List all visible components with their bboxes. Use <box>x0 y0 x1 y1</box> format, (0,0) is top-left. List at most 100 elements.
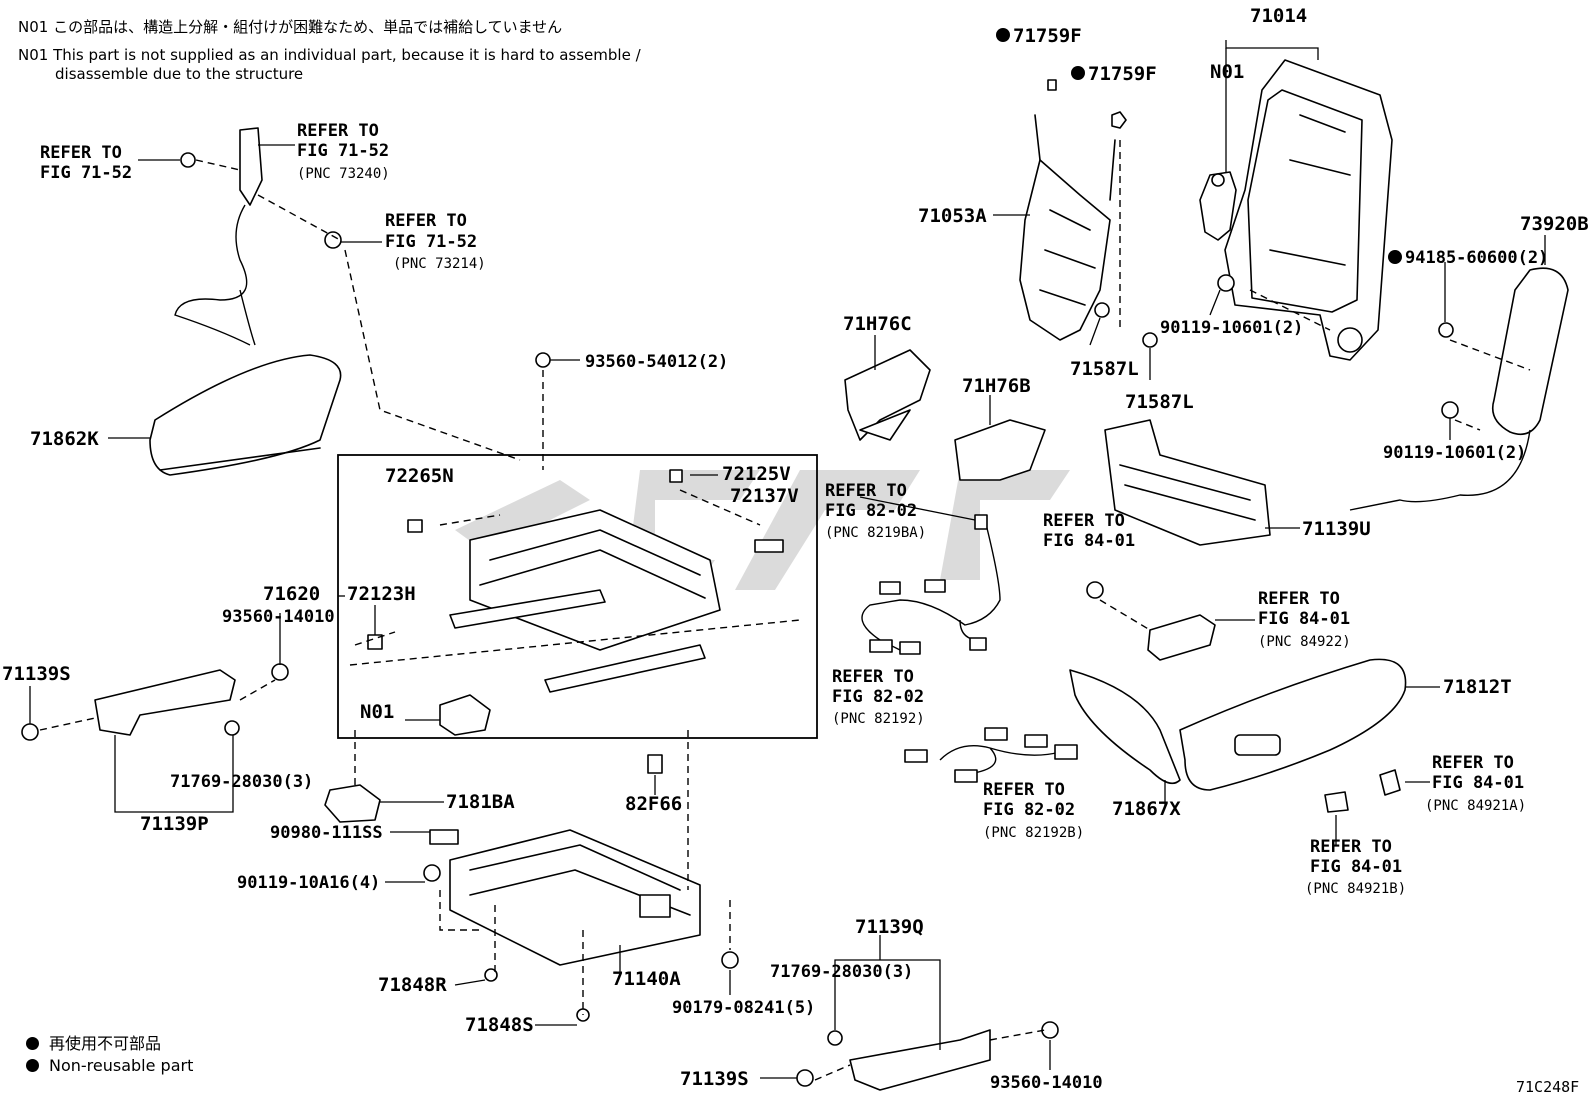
label-7181BA: 7181BA <box>446 791 515 813</box>
svg-text:FIG 71-52: FIG 71-52 <box>385 232 477 252</box>
label-71139S-a: 71139S <box>2 663 71 685</box>
svg-text:REFER TO: REFER TO <box>825 481 907 501</box>
label-71139S-b: 71139S <box>680 1068 749 1090</box>
label-90980: 90980-111SS <box>270 823 383 843</box>
label-71H76B: 71H76B <box>962 375 1031 397</box>
svg-text:REFER TO: REFER TO <box>1310 837 1392 857</box>
screw-93560-left <box>271 663 289 681</box>
svg-text:REFER TO: REFER TO <box>1432 753 1514 773</box>
label-90179: 90179-08241(5) <box>672 998 815 1018</box>
nut-90179 <box>721 951 739 969</box>
label-71769-b: 71769-28030(3) <box>770 962 913 982</box>
note-n01-en-line2: disassemble due to the structure <box>55 65 304 83</box>
knob-84921A <box>1379 769 1401 796</box>
note-n01-en-line1: N01 This part is not supplied as an indi… <box>18 46 641 64</box>
recliner-bracket-71053A <box>1019 79 1127 341</box>
label-72123H: 72123H <box>347 583 416 605</box>
legend-jp-text: 再使用不可部品 <box>49 1034 162 1053</box>
svg-text:REFER TO: REFER TO <box>832 667 914 687</box>
bracket-71H76C <box>844 349 931 441</box>
refer-fig-82-02-pnc-82192B: REFER TO FIG 82-02 (PNC 82192B) <box>983 780 1084 841</box>
label-71587L-a: 71587L <box>1070 358 1139 380</box>
frame-71140A <box>449 829 701 966</box>
panel-71139U <box>1104 419 1271 546</box>
label-n01-mid: N01 <box>360 701 394 723</box>
clip-71769-right <box>827 1030 843 1046</box>
refer-fig-71-52-pnc-73240: REFER TO FIG 71-52 (PNC 73240) <box>297 121 390 182</box>
refer-fig-84-01-pnc-84922: REFER TO FIG 84-01 (PNC 84922) <box>1258 589 1351 650</box>
svg-text:(PNC 84921B): (PNC 84921B) <box>1305 881 1406 897</box>
refer-fig-82-02-pnc-82192: REFER TO FIG 82-02 (PNC 82192) <box>832 667 925 727</box>
svg-text:REFER TO: REFER TO <box>40 143 122 163</box>
refer-fig-71-52-pnc-73214: REFER TO FIG 71-52 (PNC 73214) <box>385 211 486 272</box>
n01-motor-lower <box>439 694 491 736</box>
svg-text:FIG 82-02: FIG 82-02 <box>983 800 1075 820</box>
svg-text:REFER TO: REFER TO <box>1258 589 1340 609</box>
clip-71587L-b <box>1142 332 1158 348</box>
svg-text:REFER TO: REFER TO <box>297 121 379 141</box>
label-71139P: 71139P <box>140 813 209 835</box>
figure-code: 71C248F <box>1516 1078 1579 1096</box>
seatback-frame-71014 <box>1224 59 1393 361</box>
label-90119-10601-a: 90119-10601(2) <box>1160 318 1303 338</box>
svg-text:FIG 84-01: FIG 84-01 <box>1310 857 1402 877</box>
cover-71862K <box>149 354 342 476</box>
label-72265N: 72265N <box>385 465 454 487</box>
label-71140A: 71140A <box>612 968 681 990</box>
svg-text:FIG 71-52: FIG 71-52 <box>40 163 132 183</box>
label-71812T: 71812T <box>1443 676 1512 698</box>
switch-84922 <box>1086 581 1216 661</box>
legend-jp: 再使用不可部品 <box>26 1030 161 1054</box>
label-90119-10A16: 90119-10A16(4) <box>237 873 380 893</box>
label-90119-10601-b: 90119-10601(2) <box>1383 443 1526 463</box>
label-71759F-a: 71759F <box>1013 25 1082 47</box>
svg-text:REFER TO: REFER TO <box>983 780 1065 800</box>
svg-text:(PNC 82192): (PNC 82192) <box>832 711 925 727</box>
knob-84921B <box>1324 791 1349 813</box>
svg-text:(PNC 84921A): (PNC 84921A) <box>1425 798 1526 814</box>
seatbelt-buckle <box>174 127 342 346</box>
label-71759F-b: 71759F <box>1088 63 1157 85</box>
legend-en: Non-reusable part <box>26 1056 193 1075</box>
refer-fig-84-01-pnc-84921A: REFER TO FIG 84-01 (PNC 84921A) <box>1425 753 1526 814</box>
label-93560-14010-b: 93560-14010 <box>990 1073 1103 1093</box>
nonreusable-dot-71759F-a <box>996 28 1010 42</box>
label-72125V: 72125V <box>722 463 791 485</box>
legend-dot-en <box>26 1059 39 1072</box>
label-71862K: 71862K <box>30 428 99 450</box>
shield-71867X <box>1069 669 1181 785</box>
nonreusable-dot-94185 <box>1388 250 1402 264</box>
legend-en-text: Non-reusable part <box>49 1056 194 1075</box>
wire-harness-center <box>861 514 1001 655</box>
label-73920B: 73920B <box>1520 213 1589 235</box>
clip-71587L-a <box>1094 302 1110 318</box>
nonreusable-dot-71759F-b <box>1071 66 1085 80</box>
svg-text:(PNC 84922): (PNC 84922) <box>1258 634 1351 650</box>
bracket-7181BA <box>324 784 381 823</box>
label-71139Q: 71139Q <box>855 916 924 938</box>
note-n01-jp: N01 この部品は、構造上分解・組付けが困難なため、単品では補給していません <box>18 18 563 36</box>
side-airbag-73920B <box>1349 267 1569 511</box>
label-71769-a: 71769-28030(3) <box>170 772 313 792</box>
label-71848R: 71848R <box>378 974 447 996</box>
label-72137V: 72137V <box>730 485 799 507</box>
clip-71139S-left <box>21 723 39 741</box>
label-71H76C: 71H76C <box>843 313 912 335</box>
bolt-90119-10601-b <box>1441 401 1459 419</box>
svg-text:(PNC 73240): (PNC 73240) <box>297 166 390 182</box>
svg-text:FIG 71-52: FIG 71-52 <box>297 141 389 161</box>
svg-text:(PNC 73214): (PNC 73214) <box>393 256 486 272</box>
refer-fig-84-01-center: REFER TO FIG 84-01 <box>1043 511 1135 551</box>
label-71587L-b: 71587L <box>1125 391 1194 413</box>
svg-text:FIG 84-01: FIG 84-01 <box>1043 531 1135 551</box>
svg-text:(PNC 8219BA): (PNC 8219BA) <box>825 525 926 541</box>
trim-71139Q <box>849 1029 991 1091</box>
n01-motor-top <box>1199 171 1237 241</box>
label-93560-14010-a: 93560-14010 <box>222 607 335 627</box>
svg-text:FIG 82-02: FIG 82-02 <box>832 687 924 707</box>
label-93560-54012: 93560-54012(2) <box>585 352 728 372</box>
label-71620: 71620 <box>263 583 320 605</box>
pin-71848R <box>484 968 498 982</box>
label-71139U: 71139U <box>1302 518 1371 540</box>
